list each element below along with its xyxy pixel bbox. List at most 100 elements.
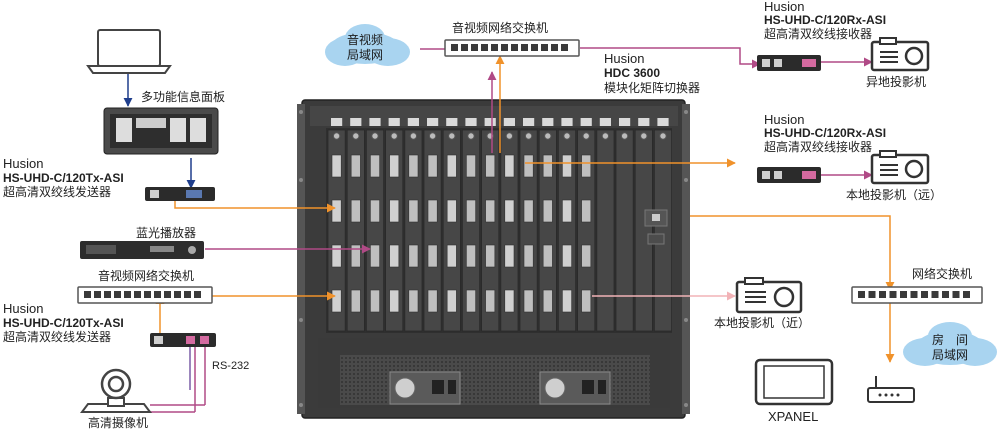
switch-port — [531, 44, 538, 51]
slot-connector — [389, 289, 400, 313]
slot-connector — [427, 289, 438, 313]
matrix-card-slot — [365, 129, 384, 332]
slot-label-tab — [638, 118, 650, 126]
slot-connector — [370, 154, 380, 178]
slot-connector — [523, 244, 534, 268]
slot-screw — [582, 132, 590, 140]
switch-port — [481, 44, 488, 51]
slot-connector — [581, 289, 592, 313]
switch-port — [963, 291, 970, 298]
matrix-card-slot — [577, 129, 596, 332]
tx2-brand: Husion — [3, 301, 44, 316]
slot-connector — [485, 154, 496, 178]
switch-port — [921, 291, 928, 298]
switch-port — [858, 291, 865, 298]
tx1-transmitter-device — [145, 187, 215, 201]
switch-port — [184, 291, 191, 298]
matrix-card-slot — [481, 129, 500, 332]
slot-connector — [446, 289, 457, 313]
slot-label-tab — [388, 118, 400, 126]
bluray-player-device — [80, 241, 204, 259]
switch-port — [551, 44, 558, 51]
slot-label-tab — [657, 118, 669, 126]
slot-connector — [562, 244, 572, 268]
switch-port — [124, 291, 131, 298]
slot-connector — [446, 154, 457, 178]
switch-port — [868, 291, 876, 298]
switch-port — [501, 44, 508, 51]
slot-connector — [562, 154, 572, 178]
rx-local-model: HS-UHD-C/120Rx-ASI — [764, 126, 887, 140]
slot-screw — [524, 132, 533, 140]
matrix-card-slot — [596, 129, 615, 332]
projector-remote-label: 异地投影机 — [866, 75, 927, 89]
camera-label: 高清摄像机 — [88, 416, 149, 430]
slot-screw — [467, 132, 475, 140]
slot-connector — [389, 199, 400, 223]
slot-connector — [523, 199, 534, 223]
switch-port — [931, 291, 939, 298]
switch-port — [910, 291, 918, 298]
rx-remote-receiver-device — [757, 55, 821, 71]
slot-connector — [331, 289, 342, 313]
network-switch-device — [851, 286, 983, 304]
info-panel-device — [103, 107, 219, 155]
matrix-model: HDC 3600 — [604, 66, 661, 80]
projector-local-near-icon — [735, 277, 803, 314]
switch-port — [521, 44, 528, 51]
slot-label-tab — [599, 118, 611, 126]
tx2-description: 超高清双绞线发送器 — [3, 330, 112, 344]
matrix-card-slot — [385, 129, 404, 332]
slot-connector — [504, 244, 515, 268]
slot-connector — [427, 154, 438, 178]
wifi-router-icon — [867, 376, 915, 403]
matrix-card-slot — [519, 129, 538, 332]
slot-connector — [350, 154, 361, 178]
rs232-label: RS-232 — [212, 360, 250, 372]
slot-connector — [408, 244, 419, 268]
slot-connector — [466, 199, 476, 223]
slot-connector — [562, 199, 572, 223]
slot-connector — [523, 289, 534, 313]
slot-connector — [485, 289, 496, 313]
switch-port — [164, 291, 171, 298]
slot-connector — [408, 289, 419, 313]
slot-connector — [466, 244, 476, 268]
slot-connector — [389, 244, 400, 268]
tx2-model: HS-UHD-C/120Tx-ASI — [3, 316, 124, 330]
cloud-room-line1: 房 间 — [931, 333, 968, 347]
rx-local-description: 超高清双绞线接收器 — [764, 140, 873, 154]
matrix-card-slot — [615, 129, 634, 332]
switch-port — [900, 291, 907, 298]
slot-screw — [563, 132, 571, 140]
slot-connector — [408, 154, 419, 178]
switch-port — [144, 291, 151, 298]
av-lan-cloud — [325, 24, 410, 66]
network-switch-label: 网络交换机 — [912, 267, 973, 281]
slot-label-tab — [407, 118, 419, 126]
matrix-card-slot — [327, 129, 346, 332]
slot-screw — [409, 132, 418, 140]
slot-connector — [446, 244, 457, 268]
matrix-card-slot — [634, 129, 653, 332]
switch-port — [104, 291, 111, 298]
camera-icon — [80, 368, 152, 413]
slot-connector — [466, 289, 476, 313]
laptop-icon — [86, 29, 172, 74]
slot-connector — [542, 199, 553, 223]
av-switch-top-device — [444, 39, 580, 57]
switch-port — [561, 44, 568, 51]
matrix-card-slot — [538, 129, 557, 332]
slot-connector — [408, 199, 419, 223]
rx-local-receiver-device — [757, 167, 821, 183]
slot-connector — [331, 244, 342, 268]
slot-connector — [370, 199, 380, 223]
slot-screw — [428, 132, 437, 140]
cloud-av-line1: 音视频 — [346, 33, 383, 47]
rx-remote-brand: Husion — [764, 0, 805, 14]
slot-connector — [542, 244, 553, 268]
slot-connector — [504, 289, 515, 313]
rx-remote-model: HS-UHD-C/120Rx-ASI — [764, 13, 887, 27]
matrix-card-slot — [558, 129, 577, 332]
info-panel-label: 多功能信息面板 — [141, 90, 226, 104]
